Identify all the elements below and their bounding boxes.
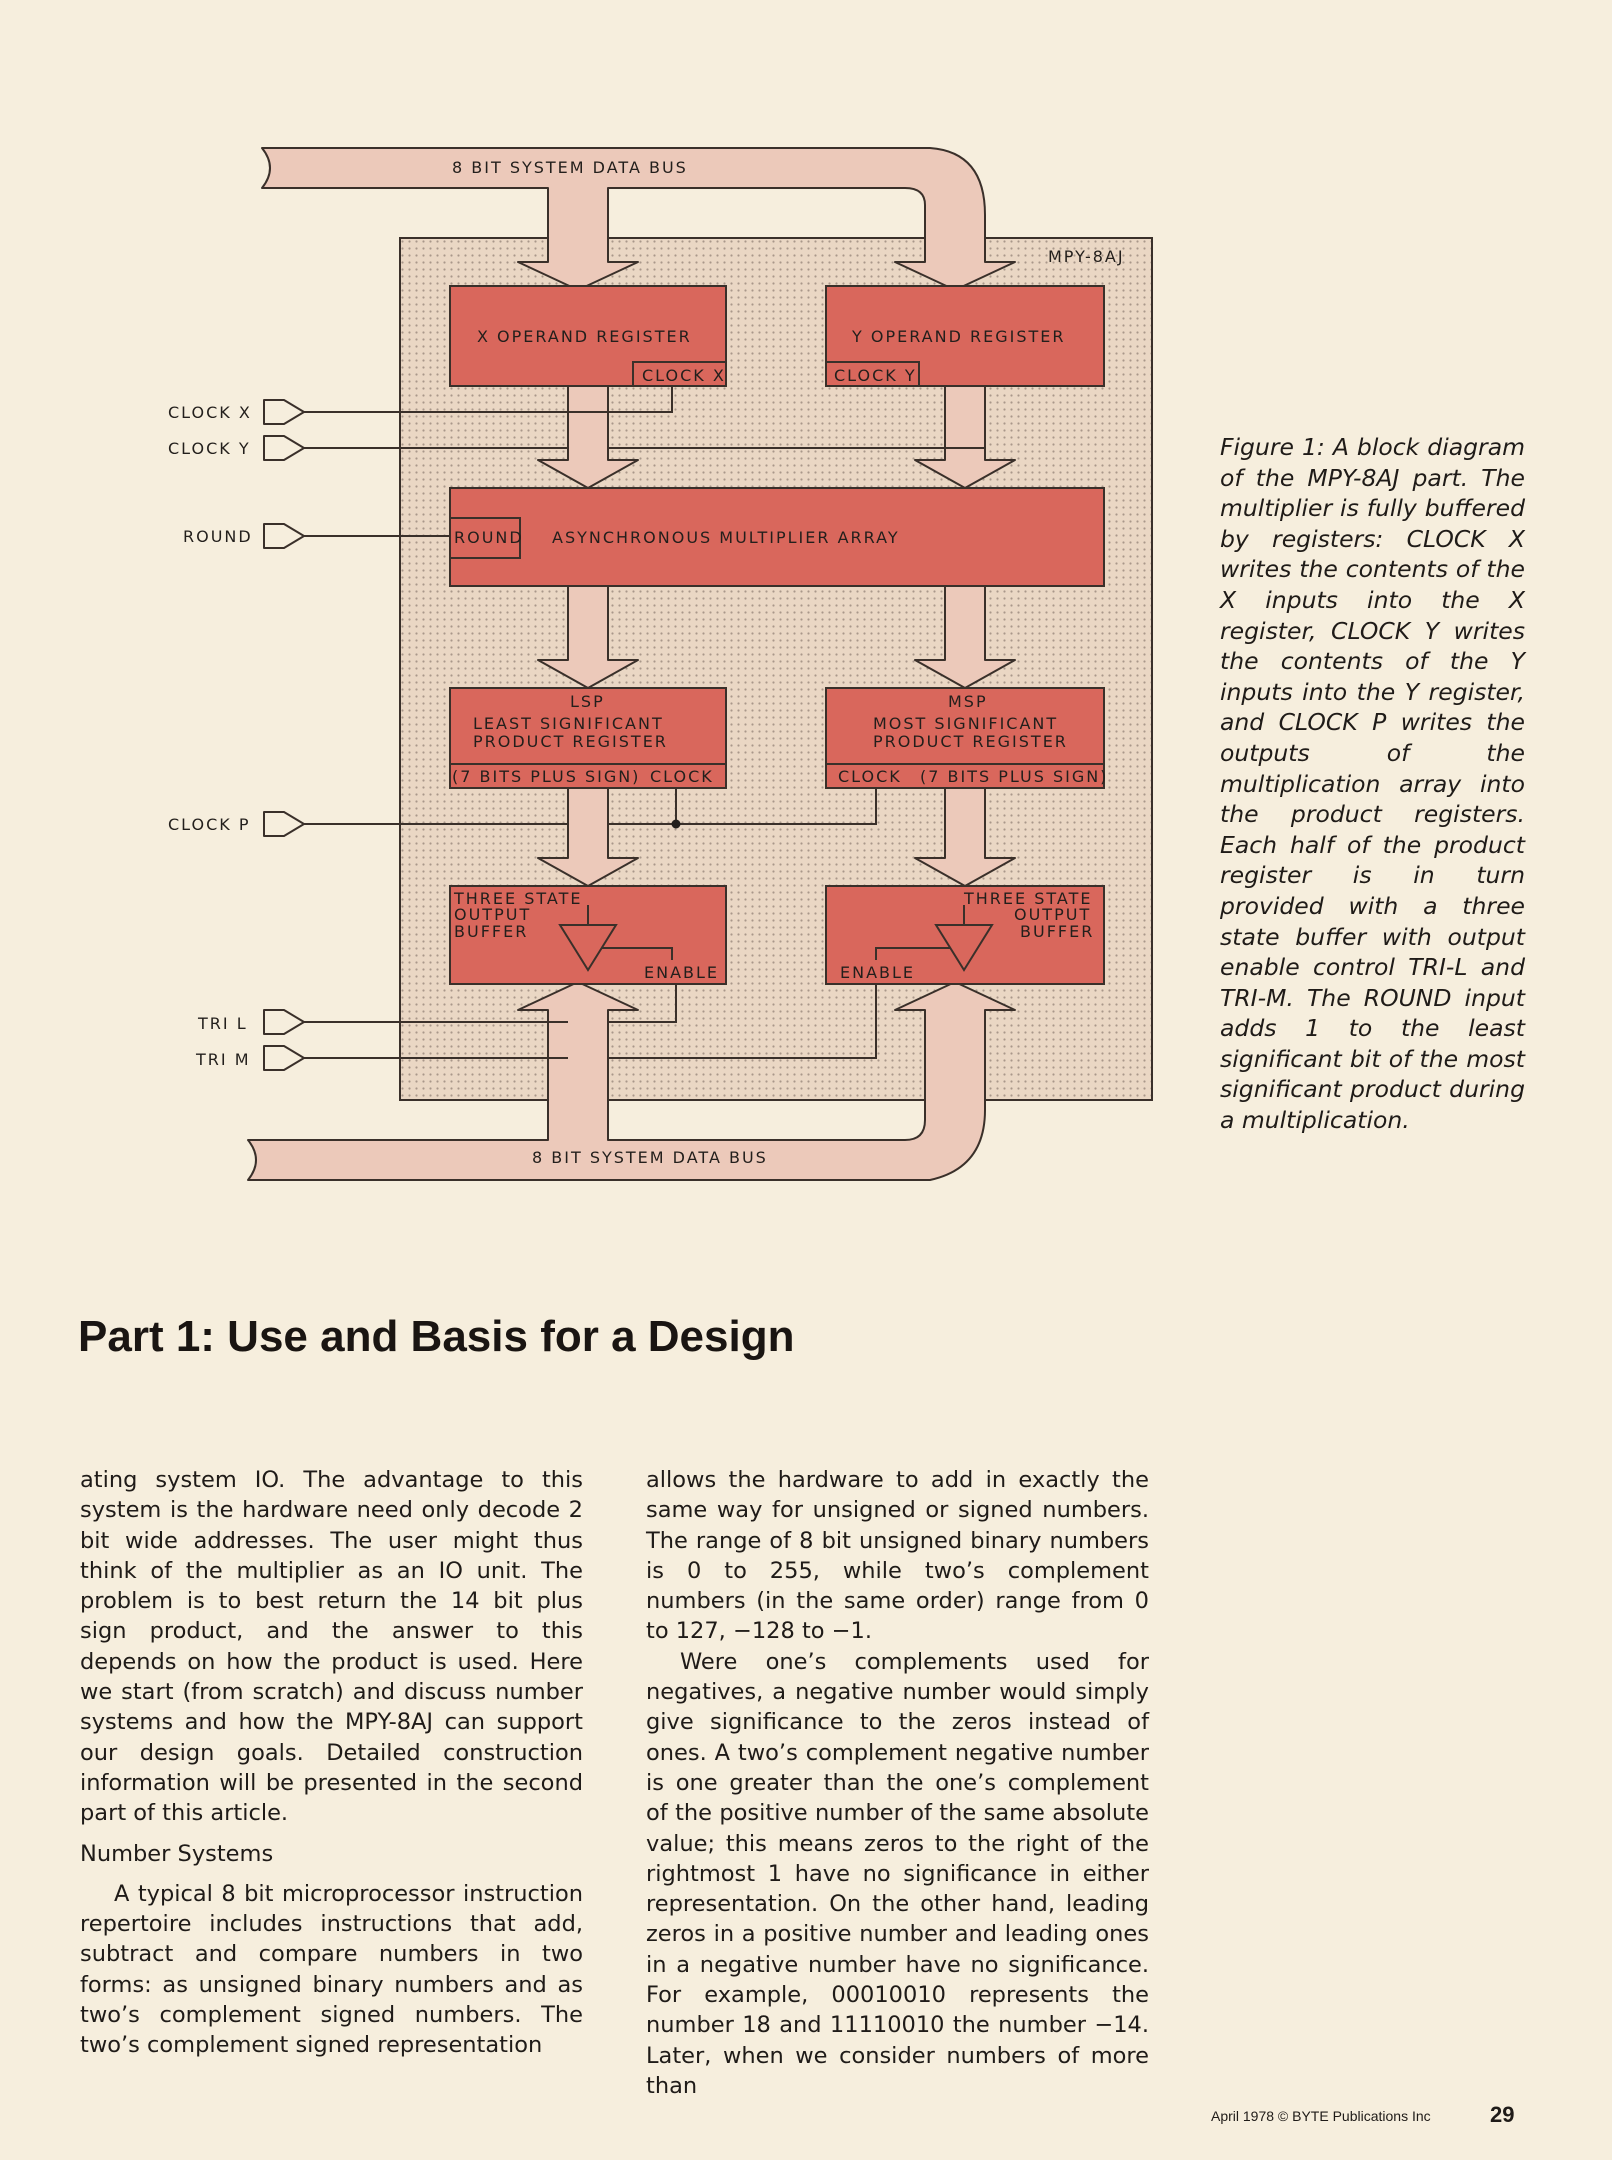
figure-caption: Figure 1: A block diagram of the MPY-8AJ… [1220, 433, 1525, 1135]
clock-p-input-label: CLOCK P [168, 815, 251, 834]
right-paragraph-1: allows the hardware to add in exactly th… [646, 1467, 1149, 1645]
lsp-to-buffer-arrow [537, 787, 639, 887]
lsp-bits: (7 BITS PLUS SIGN) [452, 767, 640, 786]
tri-l-input-label: TRI L [197, 1014, 248, 1033]
clock-x-wire [304, 386, 673, 413]
msp-line2: PRODUCT REGISTER [873, 732, 1068, 751]
left-paragraph-1: ating system IO. The advantage to this s… [80, 1467, 583, 1827]
top-data-bus [261, 147, 1016, 291]
multiplier-array [449, 487, 1105, 587]
mult-to-msp-arrow [914, 585, 1016, 689]
round-tab-label: ROUND [454, 528, 524, 547]
left-buffer-line2: OUTPUT [454, 905, 531, 924]
clock-y-tab [825, 361, 920, 387]
multiplier-label: ASYNCHRONOUS MULTIPLIER ARRAY [552, 528, 900, 547]
right-paragraph-2: Were one’s complements used for negative… [646, 1648, 1149, 2099]
msp-title: MSP [948, 692, 988, 711]
round-input-label: ROUND [183, 527, 253, 546]
right-enable: ENABLE [840, 963, 915, 982]
section-heading: Number Systems [80, 1840, 274, 1867]
msp-to-buffer-arrow [914, 787, 1016, 887]
bottom-bus-label: 8 BIT SYSTEM DATA BUS [532, 1148, 768, 1167]
lsp-title: LSP [570, 692, 605, 711]
mult-to-lsp-arrow [537, 585, 639, 689]
clock-x-tab-label: CLOCK X [642, 366, 726, 385]
clock-junction-dot [671, 819, 681, 829]
clock-p-pin [263, 811, 305, 837]
clock-y-input-label: CLOCK Y [168, 439, 251, 458]
clock-x-input-label: CLOCK X [168, 403, 252, 422]
page-number: 29 [1490, 2102, 1515, 2127]
tri-l-pin [263, 1009, 305, 1035]
right-buffer-line2: OUTPUT [1014, 905, 1091, 924]
right-column: allows the hardware to add in exactly th… [646, 1465, 1149, 2101]
lsp-line2: PRODUCT REGISTER [473, 732, 668, 751]
left-paragraph-2: A typical 8 bit microprocessor instructi… [80, 1880, 583, 2059]
left-buffer-line1: THREE STATE [453, 889, 583, 908]
msp-bits: (7 BITS PLUS SIGN) [920, 767, 1108, 786]
right-buffer-line1: THREE STATE [963, 889, 1093, 908]
tri-m-input-label: TRI M [195, 1050, 251, 1069]
lsp-line1: LEAST SIGNIFICANT [473, 714, 664, 733]
right-buffer-line3: BUFFER [1020, 922, 1094, 941]
left-output-buffer [449, 885, 727, 985]
page-title: Part 1: Use and Basis for a Design [78, 1312, 795, 1361]
round-tab [449, 517, 521, 559]
bottom-data-bus [247, 981, 1016, 1181]
clock-y-pin [263, 435, 305, 461]
clock-x-tab [632, 361, 727, 387]
footer-credit: April 1978 © BYTE Publications Inc [1211, 2108, 1431, 2124]
tri-m-pin [263, 1045, 305, 1071]
chip-name: MPY-8AJ [1048, 247, 1125, 266]
msp-clock: CLOCK [838, 767, 902, 786]
left-buffer-line3: BUFFER [454, 922, 528, 941]
y-register-label: Y OPERAND REGISTER [851, 327, 1066, 346]
msp-line1: MOST SIGNIFICANT [873, 714, 1058, 733]
right-output-buffer [825, 885, 1105, 985]
top-bus-label: 8 BIT SYSTEM DATA BUS [452, 158, 688, 177]
clock-y-tab-label: CLOCK Y [834, 366, 917, 385]
left-enable: ENABLE [644, 963, 719, 982]
left-column: ating system IO. The advantage to this s… [80, 1465, 583, 2061]
lsp-clock: CLOCK [650, 767, 714, 786]
round-pin [263, 523, 305, 549]
lsp-bits-tab [449, 763, 727, 789]
y-to-multiplier-arrow [914, 385, 1016, 489]
clock-x-pin [263, 399, 305, 425]
x-to-multiplier-arrow [537, 385, 639, 489]
msp-bits-tab [825, 763, 1105, 789]
x-register-label: X OPERAND REGISTER [477, 327, 692, 346]
block-diagram: 8 BIT SYSTEM DATA BUS 8 BIT SYSTEM DATA … [168, 147, 1153, 1181]
